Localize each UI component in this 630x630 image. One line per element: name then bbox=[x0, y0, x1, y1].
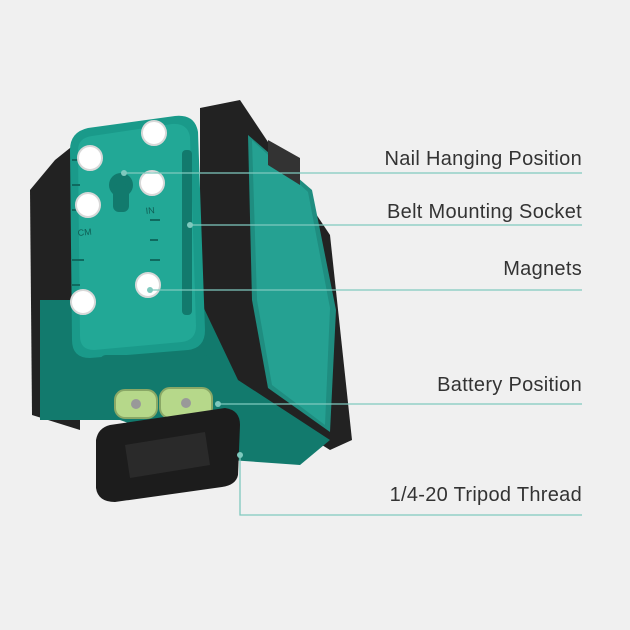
side-housing bbox=[200, 100, 352, 450]
callout-tripod-thread: 1/4-20 Tripod Thread bbox=[389, 484, 582, 506]
battery-door-recess bbox=[125, 432, 210, 478]
battery-compartment bbox=[100, 355, 213, 419]
callout-nail-hanging-position: Nail Hanging Position bbox=[384, 148, 582, 170]
leader-dots bbox=[121, 170, 243, 458]
scale-label-in: IN bbox=[145, 205, 155, 216]
magnet-dots bbox=[70, 120, 167, 315]
callout-belt-mounting-socket: Belt Mounting Socket bbox=[387, 201, 582, 223]
scale-label-cm: CM bbox=[77, 227, 92, 238]
front-plate bbox=[70, 115, 205, 358]
callout-battery-position: Battery Position bbox=[437, 374, 582, 396]
callout-magnets: Magnets bbox=[503, 258, 582, 280]
leader-lines bbox=[124, 172, 582, 516]
